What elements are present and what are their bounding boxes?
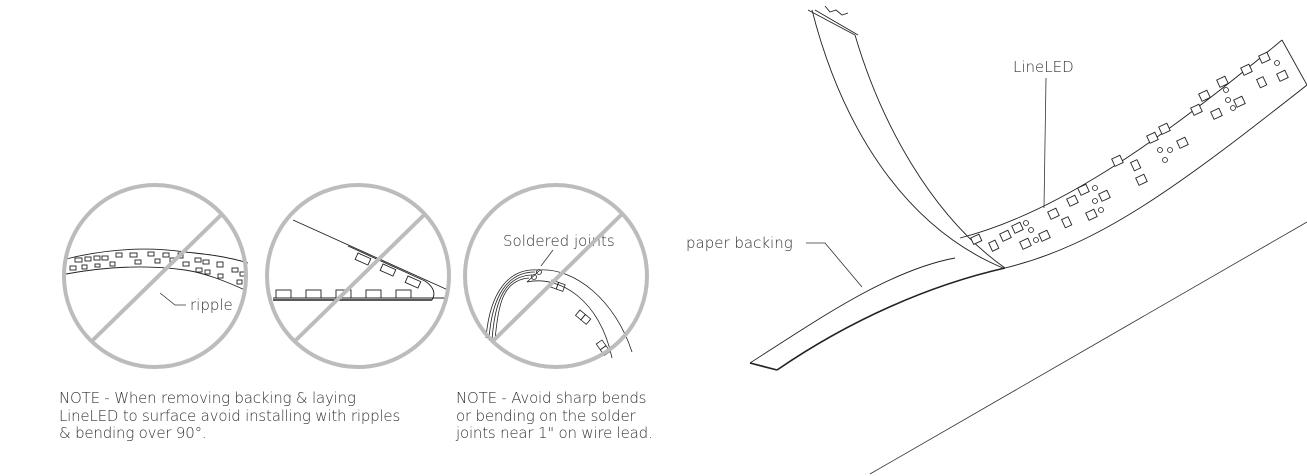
solder-callout-leader [540, 249, 554, 267]
solder-callout-label: Soldered joints [503, 232, 615, 250]
note-line: NOTE - When removing backing & laying [59, 389, 356, 407]
led-chips [970, 51, 1289, 252]
note-line: or bending on the solder [456, 406, 636, 425]
lineled-callout-leader [1043, 77, 1047, 209]
led-strip-body [959, 39, 1307, 269]
ripple-callout-label: ripple [190, 296, 233, 314]
prohibition-icon [62, 183, 248, 369]
note-line: NOTE - Avoid sharp bends [456, 389, 647, 407]
note-line: & bending over 90°. [59, 424, 207, 442]
lineled-installation-illustration: LineLED paper backing [686, 5, 1307, 475]
resistor-components [1023, 60, 1280, 243]
paper-backing-strip [749, 5, 1006, 371]
prohibition-icon [265, 183, 451, 369]
mounting-surface-edge [869, 221, 1307, 475]
solder-joint-warning-panel: Soldered joints [463, 183, 649, 369]
lineled-callout-label: LineLED [1013, 58, 1074, 76]
note-ripples-bending: NOTE - When removing backing & laying Li… [59, 389, 401, 443]
prohibition-icon [463, 183, 649, 369]
paper-backing-callout-leader [806, 242, 863, 288]
note-line: LineLED to surface avoid installing with… [59, 406, 401, 425]
note-line: joints near 1" on wire lead. [456, 424, 653, 442]
paper-backing-callout-label: paper backing [686, 234, 793, 252]
led-strip-arched-with-wires [485, 269, 633, 359]
ripple-warning-panel: ripple [62, 183, 249, 369]
ripple-callout-leader [159, 292, 186, 306]
sharp-bend-warning-panel [265, 183, 451, 369]
note-solder-joints: NOTE - Avoid sharp bends or bending on t… [456, 389, 653, 443]
led-strip-rippled [65, 248, 249, 291]
led-strip-folded [273, 219, 449, 301]
